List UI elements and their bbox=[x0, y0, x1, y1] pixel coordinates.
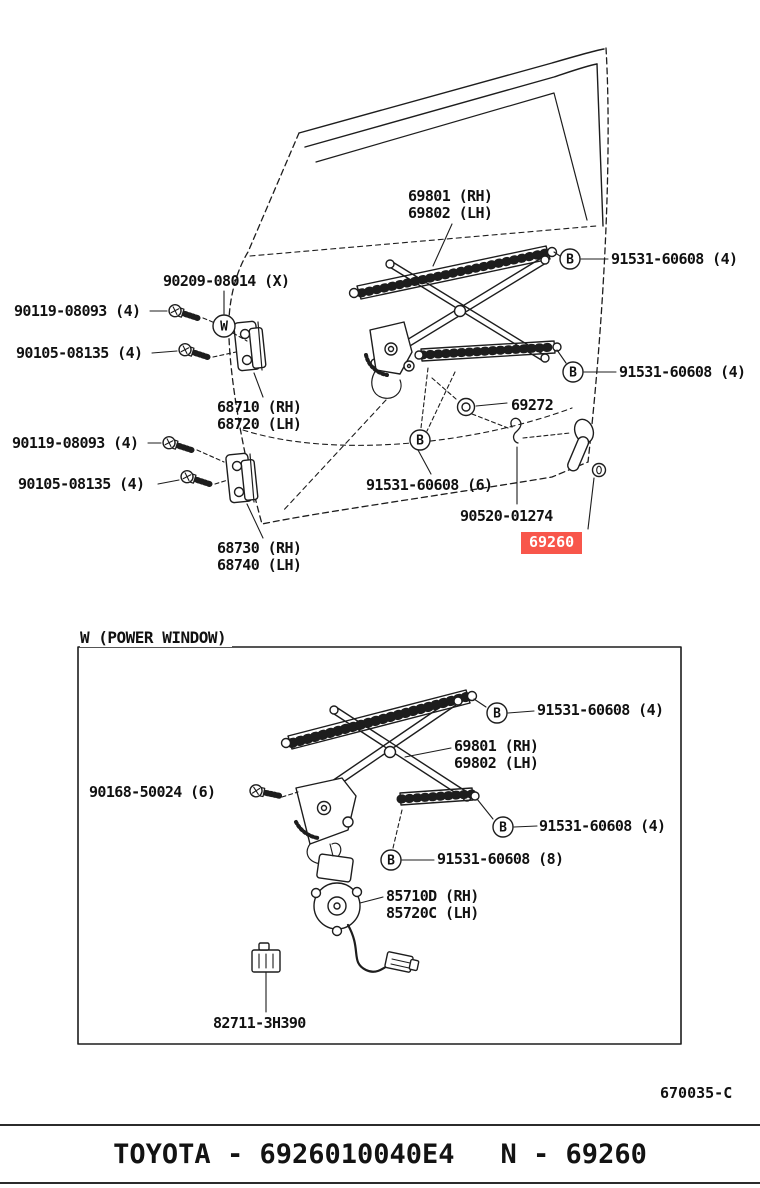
footer-brand-part-code: TOYOTA - 6926010040E4 bbox=[113, 1138, 455, 1170]
part-label-91531-top: 91531-60608 (4) bbox=[611, 250, 738, 268]
clip-90520 bbox=[471, 413, 571, 505]
pw-bolt-marker-b-eight: B bbox=[380, 809, 435, 871]
pw-window-regulator bbox=[280, 689, 480, 865]
bolt-marker-b-six: B bbox=[409, 367, 456, 475]
lower-hinge bbox=[225, 452, 264, 539]
part-label-90119-lower: 90119-08093 (4) bbox=[12, 434, 139, 452]
power-window-marker: W bbox=[212, 290, 248, 342]
svg-text:B: B bbox=[493, 707, 501, 722]
pw-part-label-82711: 82711-3H390 bbox=[213, 1014, 306, 1032]
part-label-68720: 68720 (LH) bbox=[217, 415, 302, 433]
part-label-90520: 90520-01274 bbox=[460, 507, 553, 525]
part-label-91531-six: 91531-60608 (6) bbox=[366, 476, 493, 494]
footer-part-number: N - 69260 bbox=[500, 1138, 647, 1170]
part-label-91531-mid: 91531-60608 (4) bbox=[619, 363, 746, 381]
diagram-linework: W B B B bbox=[77, 47, 682, 1045]
window-frame bbox=[298, 48, 605, 227]
part-label-68710: 68710 (RH) bbox=[217, 398, 302, 416]
pw-connector-82711 bbox=[251, 942, 281, 1013]
pw-part-label-85720c: 85720C (LH) bbox=[386, 904, 479, 922]
part-label-69802: 69802 (LH) bbox=[408, 204, 493, 222]
part-label-69260-highlighted[interactable]: 69260 bbox=[521, 532, 583, 554]
part-label-69801: 69801 (RH) bbox=[408, 187, 493, 205]
window-regulator bbox=[348, 245, 562, 399]
label-leader-lines-top bbox=[432, 223, 453, 267]
part-label-90209: 90209-08014 (X) bbox=[163, 272, 290, 290]
upper-hinge bbox=[233, 320, 267, 398]
pw-part-label-85710d: 85710D (RH) bbox=[386, 887, 479, 905]
pw-part-label-91531-mid: 91531-60608 (4) bbox=[539, 817, 666, 835]
door-outline bbox=[228, 47, 609, 525]
bolt-marker-b-mid: B bbox=[556, 349, 617, 383]
part-label-69272: 69272 bbox=[511, 396, 554, 414]
pw-part-label-69801: 69801 (RH) bbox=[454, 737, 539, 755]
drawing-number: 670035-C bbox=[660, 1084, 733, 1102]
svg-text:B: B bbox=[566, 253, 574, 268]
part-label-90105-upper: 90105-08135 (4) bbox=[16, 344, 143, 362]
svg-text:B: B bbox=[569, 366, 577, 381]
footer-bar: TOYOTA - 6926010040E4 N - 69260 bbox=[0, 1124, 760, 1184]
svg-text:B: B bbox=[499, 821, 507, 836]
pw-part-label-90168: 90168-50024 (6) bbox=[89, 783, 216, 801]
bolt-marker-b-top: B bbox=[553, 248, 609, 270]
part-label-68730: 68730 (RH) bbox=[217, 539, 302, 557]
svg-text:W: W bbox=[220, 320, 228, 335]
pw-screw-icon bbox=[249, 784, 299, 802]
pw-bolt-marker-b-mid: B bbox=[476, 798, 538, 838]
svg-text:B: B bbox=[416, 434, 424, 449]
svg-text:B: B bbox=[387, 854, 395, 869]
power-window-box-title: W (POWER WINDOW) bbox=[80, 628, 233, 647]
pw-harness-connector bbox=[384, 951, 420, 973]
part-label-90105-lower: 90105-08135 (4) bbox=[18, 475, 145, 493]
power-window-box bbox=[77, 646, 682, 1045]
pw-motor bbox=[310, 843, 392, 973]
pw-part-label-91531-eight: 91531-60608 (8) bbox=[437, 850, 564, 868]
pw-part-label-91531-top: 91531-60608 (4) bbox=[537, 701, 664, 719]
part-label-68740: 68740 (LH) bbox=[217, 556, 302, 574]
roller-69272 bbox=[431, 377, 508, 417]
pw-part-label-69802: 69802 (LH) bbox=[454, 754, 539, 772]
window-crank-handle bbox=[567, 418, 607, 530]
part-label-90119-upper: 90119-08093 (4) bbox=[14, 302, 141, 320]
pw-bolt-marker-b-top: B bbox=[473, 698, 535, 724]
